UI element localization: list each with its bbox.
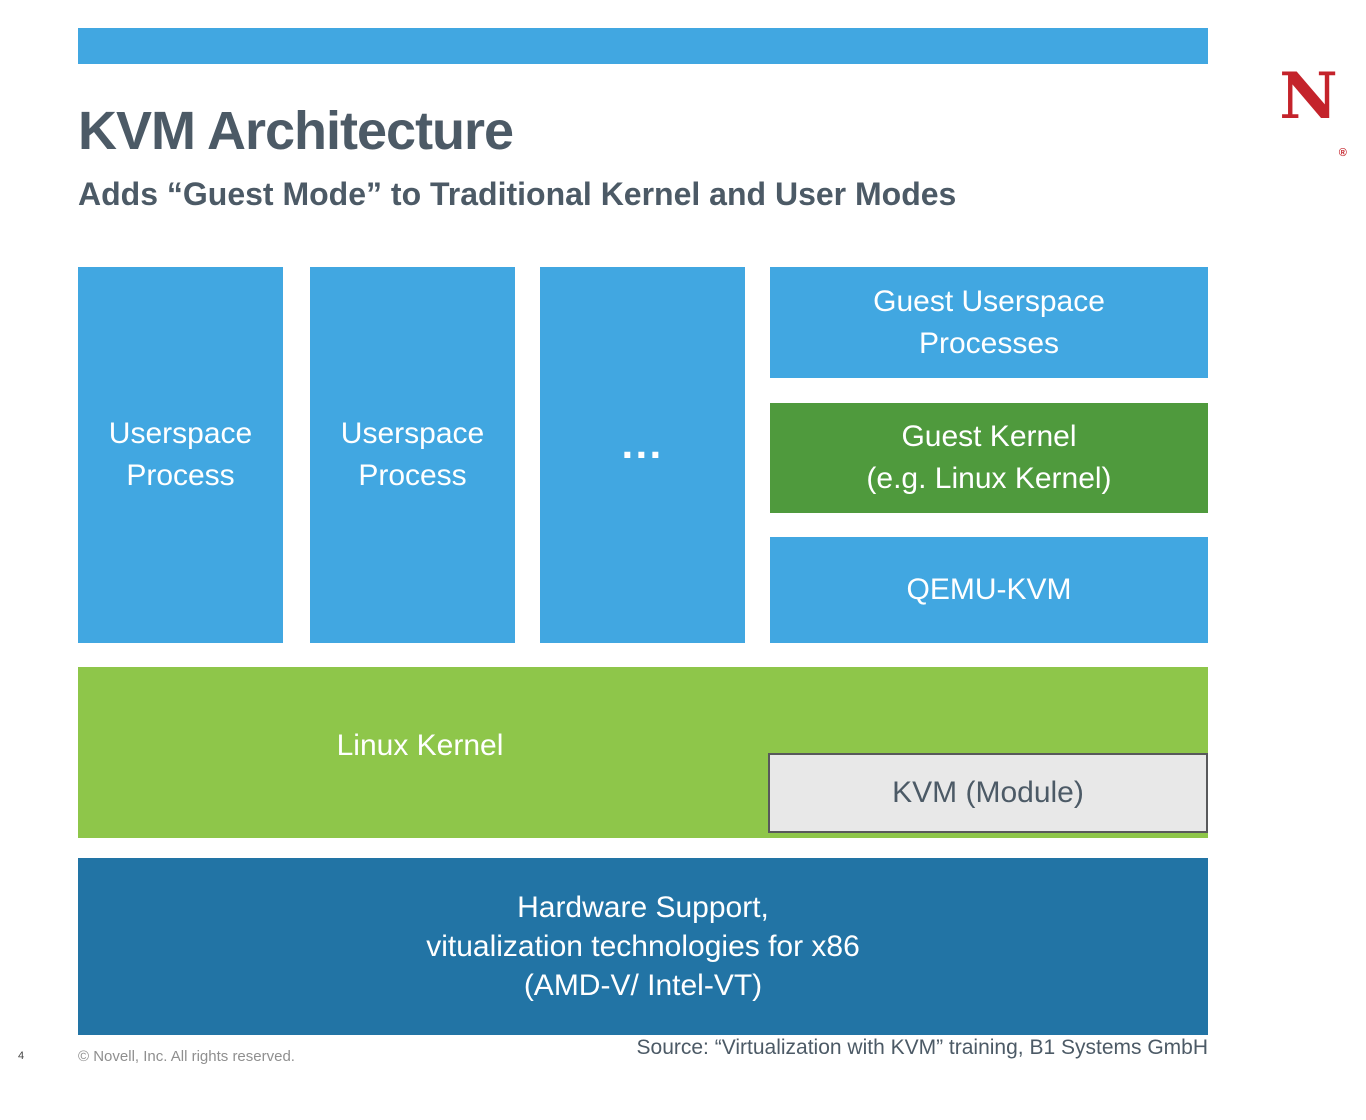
hardware-support-box: Hardware Support, vitualization technolo… xyxy=(78,858,1208,1035)
guest-userspace-processes-box: Guest Userspace Processes xyxy=(770,267,1208,378)
guest-kernel-box: Guest Kernel (e.g. Linux Kernel) xyxy=(770,403,1208,513)
source-citation: Source: “Virtualization with KVM” traini… xyxy=(636,1036,1208,1059)
linux-kernel-label: Linux Kernel xyxy=(336,729,504,762)
kvm-module-box: KVM (Module) xyxy=(768,753,1208,833)
page-number: 4 xyxy=(18,1050,25,1062)
page-subtitle: Adds “Guest Mode” to Traditional Kernel … xyxy=(78,176,957,212)
page-title: KVM Architecture xyxy=(78,101,514,161)
more-processes-ellipsis-box: ··· xyxy=(540,267,745,643)
copyright-notice: © Novell, Inc. All rights reserved. xyxy=(78,1048,295,1065)
userspace-process-1-box: Userspace Process xyxy=(78,267,283,643)
registered-trademark-mark: ® xyxy=(1338,147,1347,159)
qemu-kvm-box: QEMU-KVM xyxy=(770,537,1208,643)
linux-kernel-box: Linux Kernel KVM (Module) xyxy=(78,667,1208,838)
header-bar xyxy=(78,28,1208,64)
userspace-process-2-box: Userspace Process xyxy=(310,267,515,643)
novell-logo-letter: N xyxy=(1279,59,1338,134)
novell-logo: N® xyxy=(1278,59,1348,160)
